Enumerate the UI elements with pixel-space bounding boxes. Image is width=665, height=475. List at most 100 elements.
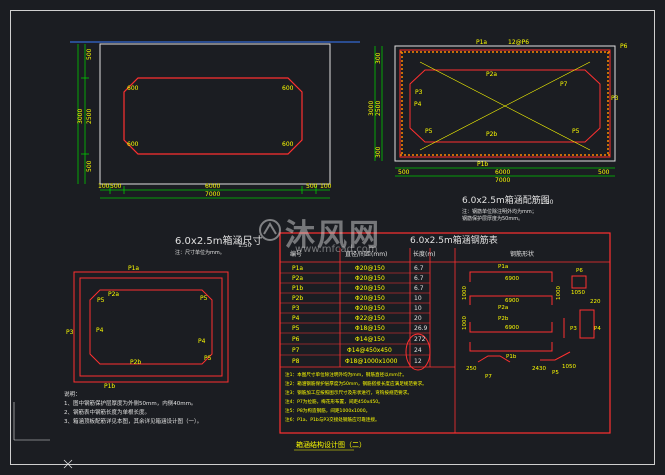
bl-notes-title: 说明： <box>64 390 81 398</box>
row-id: P8 <box>292 358 300 365</box>
row-id: P2b <box>292 295 303 302</box>
table-row: P6 Φ14@150 272 <box>292 336 426 343</box>
table-row: P5 Φ18@150 26.9 <box>292 325 428 332</box>
tr-dim-v3: 3000 <box>368 101 375 116</box>
bl-bar-p1a: P1a <box>128 265 139 272</box>
tr-dim-2: 6000 <box>495 169 510 176</box>
row-spec: Φ14@450x450 <box>347 347 392 354</box>
bl-bar-p5-tl: P5 <box>97 297 105 304</box>
section-caption-scale: 1:50 <box>238 242 252 249</box>
tr-bar-p2a: P2a <box>486 71 497 78</box>
rebar-caption-note-2: 钢筋保护层厚度为50mm。 <box>462 215 523 222</box>
table-row: P2a Φ20@150 6.7 <box>292 275 424 282</box>
watermark-url: www.mfcad.com <box>295 244 378 255</box>
shape-dim-1: 6900 <box>505 276 519 282</box>
row-spec: Φ18@1000x1000 <box>345 358 398 365</box>
bl-bar-p3: P3 <box>66 329 74 336</box>
shape-p1b: P1b <box>506 354 517 360</box>
tr-bar-p5-left: P5 <box>425 128 433 135</box>
tr-dim-3: 500 <box>598 169 610 176</box>
row-len: 20 <box>414 315 422 322</box>
table-note-5: 注5：P8为构造钢筋，间距1000x1000。 <box>285 407 370 414</box>
shape-dim-4: 6900 <box>505 298 519 304</box>
row-id: P6 <box>292 336 300 343</box>
bl-bar-p2b: P2b <box>130 359 141 366</box>
drawing-border <box>10 10 655 465</box>
bl-bar-p2a: P2a <box>108 291 119 298</box>
row-spec: Φ20@150 <box>355 305 385 312</box>
table-row: P1a Φ20@150 6.7 <box>292 265 424 272</box>
bl-bar-p5-tr: P5 <box>200 295 208 302</box>
shape-dim-5: 1000 <box>462 316 468 330</box>
tr-bar-p7: P7 <box>560 81 568 88</box>
tr-bar-p6: P6 <box>620 43 628 50</box>
row-len: 6.7 <box>414 275 424 282</box>
shape-p2a: P2a <box>498 305 508 311</box>
mfcad-logo-icon <box>259 219 281 241</box>
bl-note-1: 1、图中钢筋保护层厚度为外侧50mm，内侧40mm。 <box>64 399 196 407</box>
row-spec: Φ18@150 <box>355 325 385 332</box>
shape-dim-9: 2430 <box>532 366 546 372</box>
tr-overall-width: 7000 <box>495 177 510 184</box>
row-len: 272 <box>414 336 426 343</box>
tr-dim-v1: 300 <box>375 52 382 64</box>
table-header-id: 编号 <box>290 250 302 258</box>
rebar-table <box>279 232 611 434</box>
table-header-shape: 钢筋形状 <box>510 250 534 258</box>
row-spec: Φ22@150 <box>355 315 385 322</box>
row-spec: Φ20@150 <box>355 265 385 272</box>
table-note-3: 注3：钢筋加工应按照图示尺寸及形状进行，弯钩按规范要求。 <box>285 389 412 396</box>
row-id: P3 <box>292 305 300 312</box>
tl-dim-1: 100 <box>98 183 110 190</box>
row-id: P1b <box>292 285 303 292</box>
table-row: P1b Φ20@150 6.7 <box>292 285 424 292</box>
section-caption-title: 6.0x2.5m箱涵尺寸 <box>175 234 262 247</box>
tr-bar-p6-spacing: 12@P6 <box>508 39 529 46</box>
bottom-rebar-view <box>13 271 229 441</box>
tr-bar-p5-right: P5 <box>572 128 580 135</box>
tr-dim-1: 500 <box>398 169 410 176</box>
shape-p2b: P2b <box>498 316 509 322</box>
row-spec: Φ20@150 <box>355 275 385 282</box>
shape-p3: P3 <box>570 326 577 332</box>
row-spec: Φ20@150 <box>355 285 385 292</box>
table-row: P8 Φ18@1000x1000 12 <box>292 358 422 365</box>
tl-dim-3: 6000 <box>205 183 220 190</box>
tr-bar-p1b: P1b <box>477 161 488 168</box>
tl-dim-v1: 500 <box>86 48 93 60</box>
table-row: P2b Φ20@150 10 <box>292 295 422 302</box>
tr-bar-p1a: P1a <box>476 39 487 46</box>
tr-bar-p2b: P2b <box>486 131 497 138</box>
tr-bar-p4: P4 <box>414 101 422 108</box>
row-id: P5 <box>292 325 300 332</box>
rebar-caption-note-1: 注：钢筋单位除注明外均为mm； <box>462 208 537 215</box>
shape-dim-6: 6900 <box>505 325 519 331</box>
shape-dim-3: 1000 <box>556 286 562 300</box>
table-note-6: 注6：P1a、P1b与P3交接处钢筋应可靠连接。 <box>285 416 380 423</box>
row-len: 26.9 <box>414 325 428 332</box>
shape-p6: P6 <box>576 268 583 274</box>
bl-bar-p4-left: P4 <box>96 327 104 334</box>
table-rows: P1a Φ20@150 6.7 P2a Φ20@150 6.7 P1b Φ20@… <box>292 265 428 365</box>
tr-dim-v2: 2500 <box>375 101 382 116</box>
table-note-2: 注2：箱涵钢筋保护层厚度为50mm，钢筋搭接长度应满足规范要求。 <box>285 380 427 387</box>
bl-note-3: 3、箱涵顶板配筋详见本图，其余详见箱涵设计图（一）。 <box>64 417 202 425</box>
tl-dim-v3: 3000 <box>77 109 84 124</box>
tl-dim-2: 500 <box>110 183 122 190</box>
row-id: P1a <box>292 265 303 272</box>
shape-dim-11: 250 <box>466 366 477 372</box>
tr-bar-p3-right: P3 <box>611 95 619 102</box>
bl-note-2: 2、钢筋表中钢筋长度为单根长度。 <box>64 408 150 416</box>
row-len: 24 <box>414 347 422 354</box>
table-row: P4 Φ22@150 20 <box>292 315 422 322</box>
row-len: 6.7 <box>414 285 424 292</box>
shape-dim-7: 1050 <box>571 290 585 296</box>
row-len: 12 <box>414 358 422 365</box>
tl-haunch-3: 600 <box>127 141 139 148</box>
tr-bar-p3-left: P3 <box>415 89 423 96</box>
row-spec: Φ14@150 <box>355 336 385 343</box>
tl-dim-5: 100 <box>320 183 332 190</box>
table-note-4: 注4：P7为拉筋，梅花形布置，间距450x450。 <box>285 398 383 405</box>
tl-dim-4: 500 <box>306 183 318 190</box>
